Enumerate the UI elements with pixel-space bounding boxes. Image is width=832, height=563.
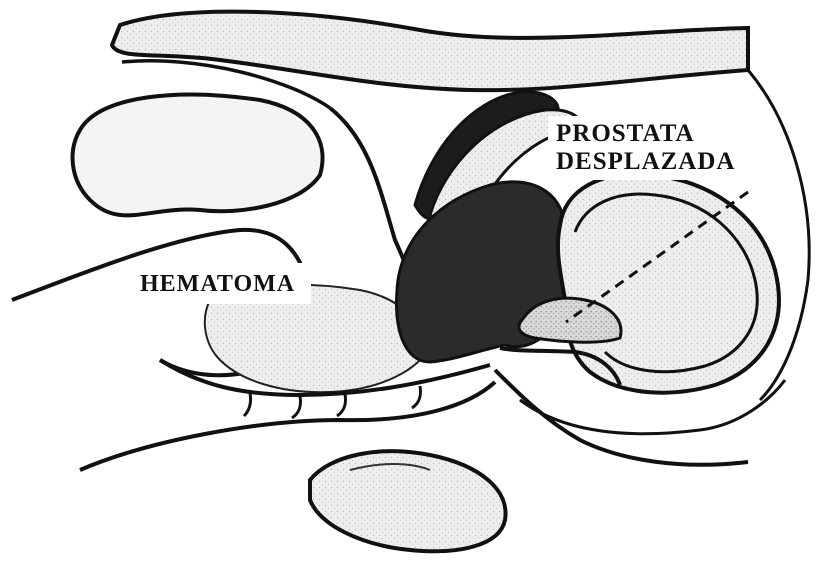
duct-1 [244, 393, 251, 416]
bladder-left-lobe [73, 95, 323, 216]
hematoma-label: HEMATOMA [126, 263, 311, 304]
upper-bone-band [112, 12, 748, 91]
bottom-lobe [310, 451, 506, 551]
prostate-capsule [558, 174, 779, 392]
vessel-contour [330, 108, 412, 285]
prostate-label-line1: PROSTATA [556, 120, 735, 148]
duct-4 [412, 386, 421, 408]
prostate-label-line2: DESPLAZADA [556, 148, 735, 176]
prostate-label: PROSTATA DESPLAZADA [548, 116, 741, 180]
duct-3 [337, 394, 346, 416]
duct-2 [292, 396, 301, 418]
